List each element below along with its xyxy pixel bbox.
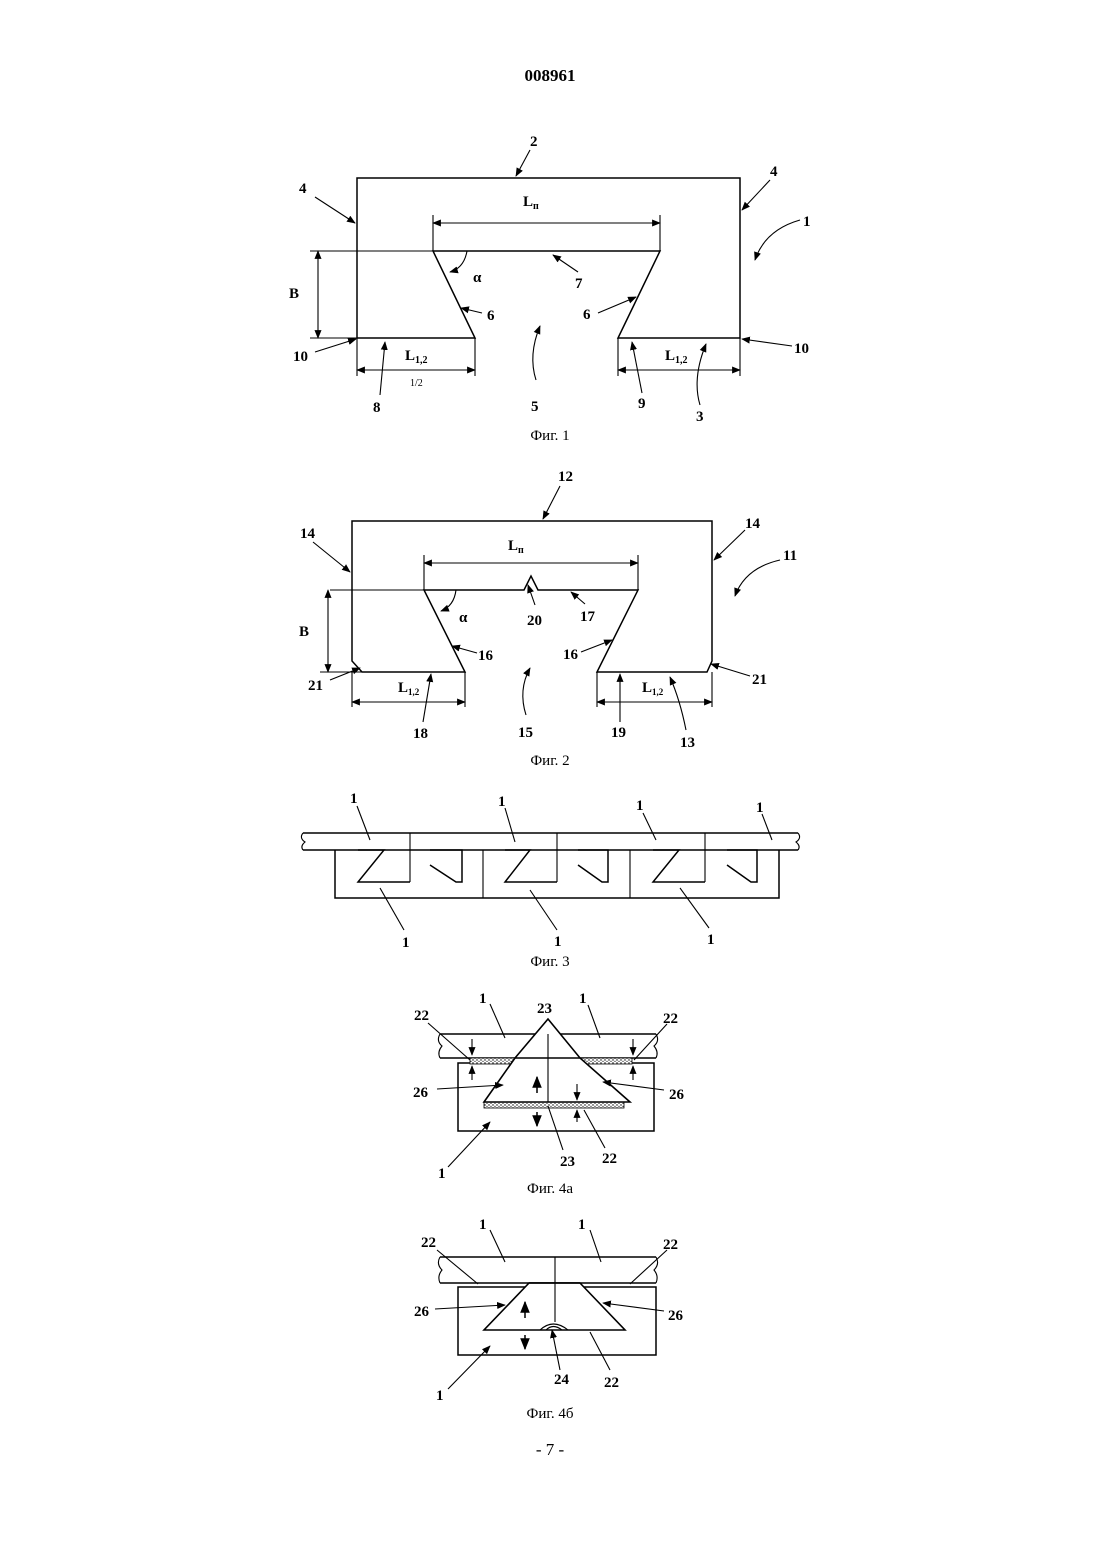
- caption-fig-4b: Фиг. 4б: [527, 1406, 574, 1422]
- callout-22-left: 22: [421, 1235, 436, 1251]
- callout-22-right: 22: [663, 1237, 678, 1253]
- callout-1-top-left: 1: [479, 1217, 487, 1233]
- callout-24: 24: [554, 1372, 570, 1388]
- callout-22-bottom: 22: [604, 1375, 619, 1391]
- callout-1-top-right: 1: [578, 1217, 586, 1233]
- callout-26-right: 26: [668, 1308, 684, 1324]
- callout-26-left: 26: [414, 1304, 430, 1320]
- page-footer: - 7 -: [0, 1440, 1100, 1460]
- figure-4b: 1 1 22 22 26 26 1 24 22 Фиг. 4б: [0, 0, 1100, 1430]
- callout-1-bottom: 1: [436, 1388, 444, 1404]
